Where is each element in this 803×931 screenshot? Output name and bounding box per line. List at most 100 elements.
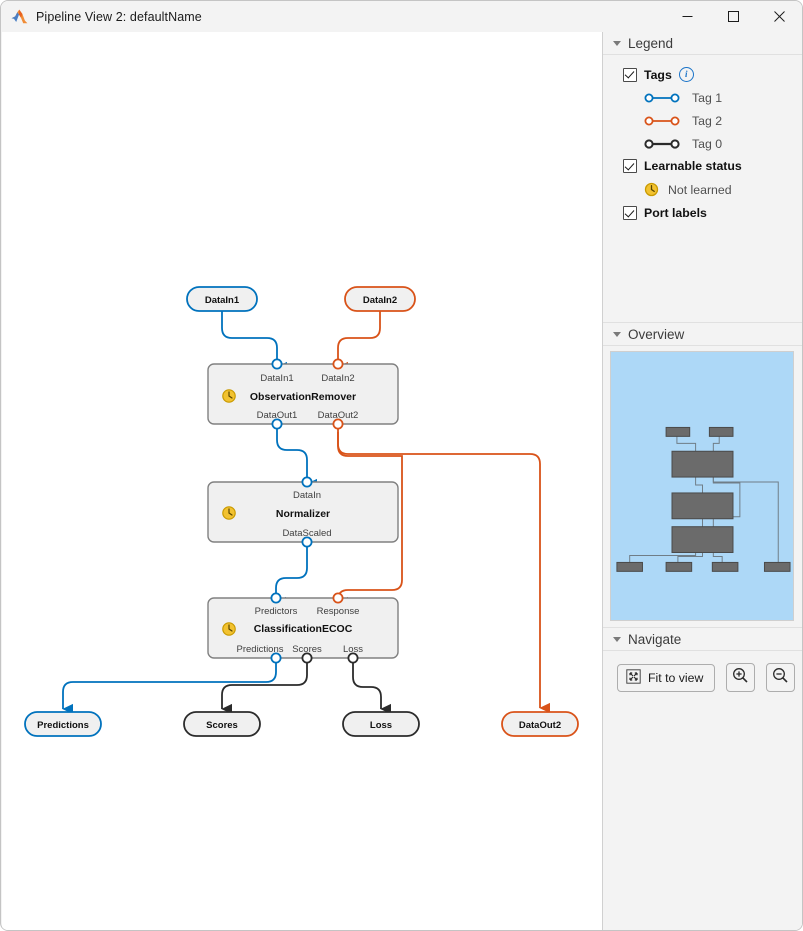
port-labels-checkbox[interactable] (623, 206, 637, 220)
tag-label: Tag 1 (692, 90, 723, 105)
terminal-label: DataIn1 (205, 295, 240, 306)
port-label-scores: Scores (292, 644, 322, 655)
terminal-node-loss[interactable]: Loss (342, 711, 420, 737)
edge-dataout1-to-normalizer (276, 421, 318, 490)
port-datain2[interactable] (332, 358, 344, 370)
chevron-down-icon[interactable] (613, 637, 621, 642)
chevron-down-icon[interactable] (613, 332, 621, 337)
port-labels-label: Port labels (644, 206, 707, 220)
edge-dataout2-to-terminal (337, 432, 551, 714)
overview-panel-body (603, 346, 802, 628)
pipeline-canvas[interactable]: DataIn1 DataIn2 DataIn1 DataIn2 (2, 32, 603, 930)
tags-label: Tags (644, 67, 672, 82)
clock-icon (222, 506, 236, 520)
block-title: ObservationRemover (250, 391, 356, 403)
port-label-datain: DataIn (293, 490, 321, 501)
fit-to-view-button[interactable]: Fit to view (617, 663, 716, 692)
port-dataout1[interactable] (271, 418, 283, 430)
legend-item-tag-1: Tag 1 (603, 86, 802, 109)
block-title: ClassificationECOC (254, 623, 353, 635)
clock-icon (644, 182, 659, 197)
legend-panel-header[interactable]: Legend (603, 32, 802, 55)
edge-loss-to-terminal (352, 656, 392, 715)
terminal-label: DataOut2 (519, 720, 561, 731)
clock-icon (222, 389, 236, 403)
port-label-response: Response (317, 606, 360, 617)
edge-dataout2-to-response (337, 421, 403, 608)
learnable-status-label: Learnable status (644, 159, 742, 173)
port-label-predictors: Predictors (255, 606, 298, 617)
legend-item-tag-2: Tag 2 (603, 109, 802, 132)
legend-item-tag-0: Tag 0 (603, 132, 802, 155)
zoom-out-icon (772, 667, 789, 689)
legend-item-not-learned: Not learned (603, 177, 802, 202)
port-dataout2[interactable] (332, 418, 344, 430)
port-datascaled[interactable] (301, 536, 313, 548)
port-label-datascaled: DataScaled (282, 528, 331, 539)
tag-line-sample (644, 138, 680, 149)
terminal-node-predictions[interactable]: Predictions (24, 711, 102, 737)
legend-panel-title: Legend (628, 35, 674, 51)
legend-tags-checkbox-row[interactable]: Tags i (603, 63, 802, 86)
terminal-label: Scores (206, 720, 238, 731)
terminal-node-datain2[interactable]: DataIn2 (344, 286, 416, 312)
port-predictions[interactable] (270, 652, 282, 664)
tags-checkbox[interactable] (623, 67, 637, 82)
window-content: DataIn1 DataIn2 DataIn1 DataIn2 (2, 32, 802, 930)
edge-datascaled-to-predictors (275, 540, 308, 608)
title-bar-left: Pipeline View 2: defaultName (1, 9, 202, 24)
chevron-down-icon[interactable] (613, 41, 621, 46)
port-datain[interactable] (301, 476, 313, 488)
port-predictors[interactable] (270, 592, 282, 604)
close-button[interactable] (756, 1, 802, 32)
block-normalizer[interactable]: DataIn Normalizer DataScaled (207, 476, 399, 548)
edge-predictions-to-terminal (62, 656, 277, 715)
legend-port-labels-checkbox-row[interactable]: Port labels (603, 202, 802, 224)
port-response[interactable] (332, 592, 344, 604)
overview-panel-header[interactable]: Overview (603, 323, 802, 346)
learnable-status-checkbox[interactable] (623, 159, 637, 173)
legend-panel-body: Tags i Tag 1 (603, 55, 802, 323)
port-label-loss: Loss (343, 644, 363, 655)
terminal-node-datain1[interactable]: DataIn1 (186, 286, 258, 312)
navigate-panel-header[interactable]: Navigate (603, 628, 802, 651)
port-label-predictions: Predictions (237, 644, 284, 655)
port-loss[interactable] (347, 652, 359, 664)
port-label-dataout1: DataOut1 (257, 410, 298, 421)
info-icon[interactable]: i (678, 67, 694, 82)
matlab-logo-icon (11, 9, 28, 24)
port-label-datain2: DataIn2 (321, 373, 354, 384)
terminal-label: Loss (370, 720, 392, 731)
block-classificationecoc[interactable]: Predictors Response ClassificationECOC P… (207, 592, 399, 664)
terminal-node-scores[interactable]: Scores (183, 711, 261, 737)
window-controls (664, 1, 802, 32)
zoom-in-icon (732, 667, 749, 689)
fit-to-view-icon (626, 668, 641, 687)
port-label-datain1: DataIn1 (260, 373, 293, 384)
zoom-in-button[interactable] (726, 663, 756, 692)
clock-icon (222, 622, 236, 636)
edge-scores-to-terminal (221, 656, 308, 715)
tag-label: Tag 0 (692, 136, 723, 151)
port-label-dataout2: DataOut2 (318, 410, 359, 421)
tag-line-sample (644, 93, 680, 102)
port-scores[interactable] (301, 652, 313, 664)
terminal-label: DataIn2 (363, 295, 397, 306)
block-observationremover[interactable]: DataIn1 DataIn2 ObservationRemover DataO… (207, 358, 399, 430)
overview-minimap[interactable] (610, 351, 794, 621)
sidebar: Legend Tags i Tag 1 (603, 32, 802, 930)
zoom-out-button[interactable] (766, 663, 796, 692)
fit-to-view-label: Fit to view (648, 670, 704, 685)
navigate-panel-title: Navigate (628, 631, 682, 647)
overview-panel-title: Overview (628, 326, 685, 342)
tag-label: Tag 2 (692, 113, 723, 128)
edge-datain2-to-observationremover (337, 311, 381, 373)
legend-learnable-status-checkbox-row[interactable]: Learnable status (603, 155, 802, 177)
port-datain1[interactable] (271, 358, 283, 370)
edge-datain1-to-observationremover (221, 311, 288, 373)
minimize-button[interactable] (664, 1, 710, 32)
maximize-button[interactable] (710, 1, 756, 32)
window-title: Pipeline View 2: defaultName (36, 9, 202, 24)
terminal-node-dataout2[interactable]: DataOut2 (501, 711, 579, 737)
